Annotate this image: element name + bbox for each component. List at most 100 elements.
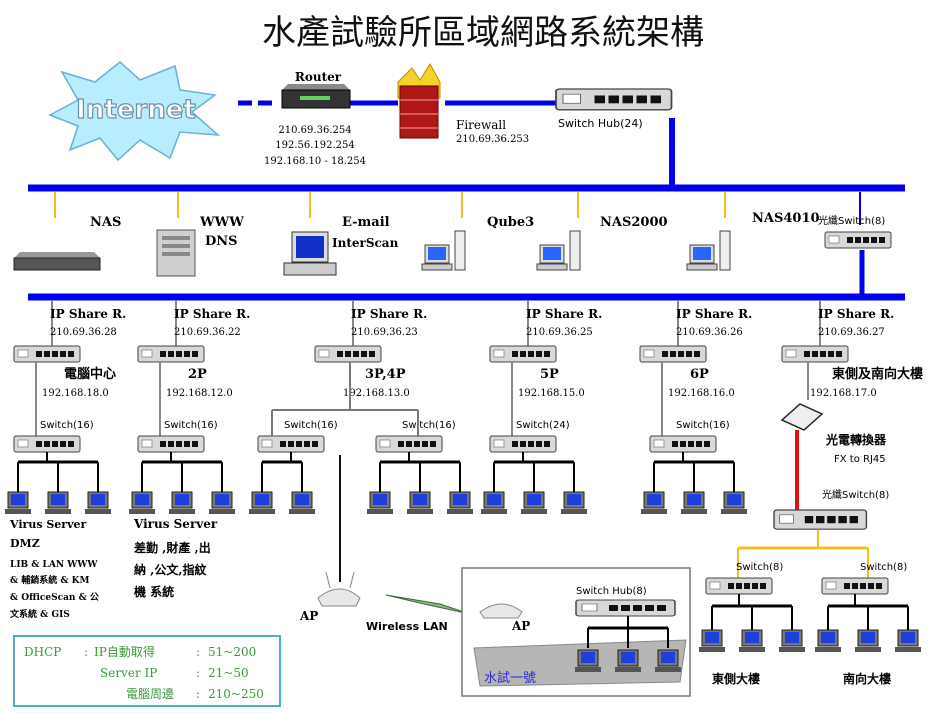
nas2000-server-icon	[536, 230, 581, 271]
virus-server-2-notes: Virus Server 差勤 ,財產 ,出 納 ,公文,指紋 機 系統	[133, 517, 218, 599]
east-switch-2-icon	[821, 577, 889, 595]
workstation-icon	[854, 629, 882, 653]
switch-label: Switch(24)	[516, 420, 570, 431]
branch-switch-icon	[375, 435, 443, 453]
workstation-icon	[698, 629, 726, 653]
nas-device-icon	[13, 252, 101, 271]
workstation-icon	[84, 491, 112, 515]
subnet-label: 192.168.15.0	[518, 388, 585, 399]
nas2000-label: NAS2000	[600, 215, 668, 230]
top-switch-hub-label: Switch Hub(24)	[558, 117, 643, 130]
workstation-icon	[520, 491, 548, 515]
workstation-icon	[446, 491, 474, 515]
switch-label: Switch(16)	[402, 420, 456, 431]
nas4010-server-icon	[686, 230, 731, 271]
top-switch-hub-icon	[555, 88, 673, 111]
qube3-label: Qube3	[487, 215, 534, 230]
workstation-icon	[894, 629, 922, 653]
ip-share-router-icon	[314, 345, 382, 363]
ip-share-label: IP Share R.	[526, 307, 602, 321]
workstation-icon	[738, 629, 766, 653]
legend-dhcp-key: DHCP	[24, 645, 61, 659]
east-switch-1-label: Switch(8)	[736, 562, 783, 573]
workstation-icon	[560, 491, 588, 515]
qube3-server-icon	[421, 230, 466, 271]
ap-left-label: AP	[299, 609, 318, 623]
branch-switch-icon	[257, 435, 325, 453]
nas-label: NAS	[90, 215, 121, 230]
department-label: 6P	[690, 367, 709, 382]
ap-boat-label: AP	[511, 619, 530, 633]
boat-switch-hub-label: Switch Hub(8)	[576, 586, 647, 597]
ap-left-icon	[317, 571, 361, 607]
workstation-icon	[480, 491, 508, 515]
ip-share-label: IP Share R.	[351, 307, 427, 321]
ip-share-label: IP Share R.	[676, 307, 752, 321]
workstation-icon	[4, 491, 32, 515]
wireless-label: Wireless LAN	[366, 620, 448, 633]
router-ip-3: 192.168.10 - 18.254	[264, 156, 366, 167]
legend-colon: :	[196, 666, 200, 680]
ip-share-ip: 210.69.36.26	[676, 327, 743, 338]
department-label: 5P	[540, 367, 559, 382]
switch-label: Switch(16)	[164, 420, 218, 431]
virus1-line: LIB & LAN WWW	[10, 560, 98, 570]
legend-colon: :	[196, 687, 200, 701]
firewall-icon	[397, 63, 441, 139]
legend-colon: :	[84, 645, 88, 659]
workstation-icon	[778, 629, 806, 653]
branch-switch-icon	[13, 435, 81, 453]
switch-label: Switch(16)	[676, 420, 730, 431]
diagram-title: 水產試驗所區域網路系統架構	[262, 13, 704, 53]
firewall-label: Firewall	[456, 118, 506, 132]
virus2-line: 差勤 ,財產 ,出	[133, 540, 211, 555]
ip-share-router-icon	[781, 345, 849, 363]
ip-share-router-icon	[489, 345, 557, 363]
virus2-line: Virus Server	[133, 517, 218, 531]
boat-switch-hub-icon	[575, 599, 676, 617]
east-switch-2-label: Switch(8)	[860, 562, 907, 573]
building-1-label: 東側大樓	[712, 671, 760, 686]
fiber-switch-top-label: 光纖Switch(8)	[818, 214, 885, 227]
workstation-icon	[128, 491, 156, 515]
boat-name: 水試一號	[484, 670, 536, 686]
ip-share-ip: 210.69.36.28	[50, 327, 117, 338]
virus1-line: DMZ	[10, 537, 40, 550]
boat-pc-icon	[574, 649, 602, 673]
east-switch-1-icon	[705, 577, 773, 595]
building-2-label: 南向大樓	[843, 671, 891, 686]
email-server-icon	[283, 231, 337, 276]
fiber-switch-bottom-label: 光纖Switch(8)	[822, 488, 889, 501]
dns-label: DNS	[205, 234, 238, 249]
virus1-line: 文系統 & GIS	[9, 608, 70, 620]
legend: DHCP : IP自動取得 : 51~200 Server IP : 21~50…	[24, 644, 264, 701]
legend-dhcp-value: IP自動取得	[94, 644, 155, 659]
department-label: 2P	[188, 367, 207, 382]
fiber-switch-bottom-icon	[773, 509, 868, 530]
workstation-icon	[44, 491, 72, 515]
virus2-line: 納 ,公文,指紋	[134, 562, 208, 577]
nas4010-label: NAS4010	[752, 211, 820, 226]
workstation-icon	[168, 491, 196, 515]
virus1-line: & OfficeScan & 公	[10, 592, 99, 603]
branch-switch-icon	[649, 435, 717, 453]
ip-share-router-icon	[137, 345, 205, 363]
workstation-icon	[366, 491, 394, 515]
department-label: 東側及南向大樓	[832, 366, 923, 382]
ip-share-router-icon	[13, 345, 81, 363]
subnet-label: 192.168.13.0	[343, 388, 410, 399]
subnet-label: 192.168.12.0	[166, 388, 233, 399]
workstation-icon	[248, 491, 276, 515]
router-ip-2: 192.56.192.254	[275, 140, 355, 151]
interscan-label: InterScan	[332, 236, 399, 250]
workstation-icon	[208, 491, 236, 515]
workstation-icon	[680, 491, 708, 515]
fiber-switch-top-icon	[824, 231, 892, 249]
legend-peripheral-key: 電腦周邊	[126, 686, 174, 701]
converter-sub-label: FX to RJ45	[834, 454, 886, 465]
legend-colon: :	[196, 645, 200, 659]
ip-share-label: IP Share R.	[50, 307, 126, 321]
ip-share-ip: 210.69.36.22	[174, 327, 241, 338]
router-ip-1: 210.69.36.254	[278, 125, 351, 136]
